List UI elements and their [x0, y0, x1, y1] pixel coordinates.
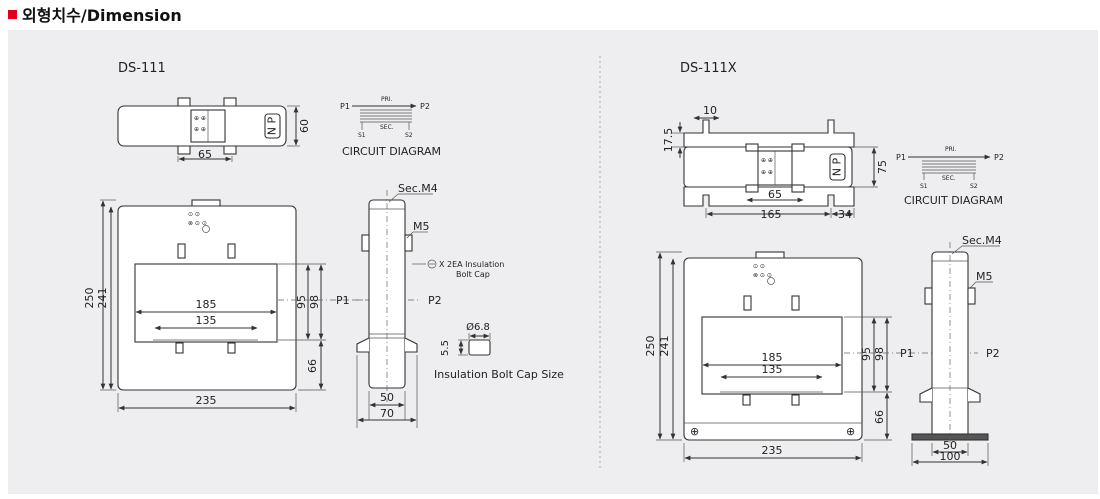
dim-185: 185: [196, 298, 217, 311]
label-m5-x: M5: [976, 270, 993, 283]
dim-241: 241: [96, 288, 109, 309]
svg-text:P2: P2: [420, 102, 430, 111]
label-p2-x: P2: [986, 347, 1000, 360]
dim-65-x: 65: [768, 188, 782, 201]
svg-text:⊗ ⊙ ⊙: ⊗ ⊙ ⊙: [753, 272, 772, 279]
dim-98: 98: [308, 295, 321, 309]
bolt-cap-note-2: Bolt Cap: [456, 270, 490, 279]
cap-height: 5.5: [440, 340, 451, 356]
dim-50: 50: [380, 391, 394, 404]
dim-10: 10: [703, 104, 717, 117]
ds-111x-side-view: Sec.M4 M5 50 100: [911, 234, 1002, 466]
ds-111-top-view: ⊕ ⊕ ⊕ ⊕ N P 65 60: [117, 97, 311, 162]
svg-text:S2: S2: [405, 132, 413, 139]
dim-66: 66: [306, 359, 319, 373]
label-p1-x: P1: [900, 347, 914, 360]
svg-text:S1: S1: [358, 132, 366, 139]
dim-50-x: 50: [943, 439, 957, 452]
nameplate-label: N P: [266, 116, 279, 135]
heading-marker: [8, 9, 17, 19]
bolt-cap-caption: Insulation Bolt Cap Size: [434, 368, 564, 381]
circuit-diagram-caption: CIRCUIT DIAGRAM: [342, 145, 441, 158]
cap-diameter: Ø6.8: [466, 321, 490, 333]
dimension-drawings: DS-111 ⊕ ⊕ ⊕ ⊕ N P 65 60 P1 P2 PRI.: [83, 56, 1004, 470]
dimension-panel: DS-111 ⊕ ⊕ ⊕ ⊕ N P 65 60 P1 P2 PRI.: [8, 30, 1098, 494]
dim-60: 60: [298, 119, 311, 133]
model-label-ds-111x: DS-111X: [680, 61, 737, 76]
dim-135: 135: [196, 314, 217, 327]
ds-111-front-view: ⊙ ⊙ ⊗ ⊙ ⊙ 185 135 250 241 95 98 66: [83, 199, 442, 412]
dim-235-x: 235: [762, 444, 783, 457]
label-sec-m4-x: Sec.M4: [962, 234, 1002, 247]
svg-text:P1: P1: [896, 153, 906, 162]
dim-235: 235: [196, 394, 217, 407]
insulation-bolt-cap: X 2EA Insulation Bolt Cap Ø6.8 5.5 Insul…: [412, 259, 564, 381]
bolt-cap-note-1: X 2EA Insulation: [439, 260, 504, 269]
svg-text:P1: P1: [340, 102, 350, 111]
label-p1: P1: [336, 294, 350, 307]
ds-111x-top-view: 10 ⊕ ⊕ ⊕ ⊕ N P 17.5 75 65 165 34: [662, 104, 889, 221]
svg-text:PRI.: PRI.: [381, 96, 393, 103]
svg-text:S2: S2: [970, 183, 978, 190]
svg-text:⊕ ⊕: ⊕ ⊕: [761, 157, 773, 164]
circuit-diagram-caption-x: CIRCUIT DIAGRAM: [904, 194, 1003, 207]
dim-98-x: 98: [873, 347, 886, 361]
nameplate-label-x: N P: [831, 157, 844, 176]
dim-135-x: 135: [762, 363, 783, 376]
svg-text:SEC.: SEC.: [380, 124, 394, 131]
ds-111x-front-view: ⊙ ⊙ ⊗ ⊙ ⊙ ⊕ ⊕ 185 135 250 241 95 98 66: [644, 251, 1000, 462]
dim-185-x: 185: [762, 351, 783, 364]
dim-75: 75: [876, 160, 889, 174]
dim-65: 65: [198, 148, 212, 161]
svg-text:SEC.: SEC.: [942, 175, 956, 182]
svg-text:⊕ ⊕: ⊕ ⊕: [761, 169, 773, 176]
dim-17-5: 17.5: [662, 128, 675, 153]
label-sec-m4: Sec.M4: [398, 182, 438, 195]
svg-text:⊕: ⊕: [846, 425, 855, 438]
label-m5: M5: [413, 220, 430, 233]
svg-text:⊕: ⊕: [690, 425, 699, 438]
svg-text:⊙ ⊙: ⊙ ⊙: [188, 211, 200, 218]
svg-text:PRI.: PRI.: [945, 146, 957, 153]
dim-95-x: 95: [860, 347, 873, 361]
svg-text:P2: P2: [994, 153, 1004, 162]
dim-165: 165: [761, 208, 782, 221]
ds-111-side-view: Sec.M4 M5 50 70: [356, 182, 438, 428]
dim-70: 70: [380, 407, 394, 420]
dim-95: 95: [295, 295, 308, 309]
heading-title: 외형치수/Dimension: [22, 6, 182, 25]
svg-text:⊕ ⊕: ⊕ ⊕: [194, 115, 206, 122]
section-heading: 외형치수/Dimension: [8, 3, 182, 25]
ds-111x-circuit-diagram: P1 P2 PRI. SEC. S1 S2 CIRCUIT DIAGRAM: [896, 146, 1004, 207]
dim-100: 100: [940, 450, 961, 463]
svg-text:⊕ ⊕: ⊕ ⊕: [194, 126, 206, 133]
dim-250: 250: [83, 288, 96, 309]
label-p2: P2: [428, 294, 442, 307]
dim-250-x: 250: [644, 336, 657, 357]
svg-text:⊗ ⊙ ⊙: ⊗ ⊙ ⊙: [188, 220, 207, 227]
svg-text:⊙ ⊙: ⊙ ⊙: [753, 263, 765, 270]
dim-34: 34: [838, 208, 852, 221]
model-label-ds-111: DS-111: [118, 61, 166, 76]
ds-111-circuit-diagram: P1 P2 PRI. SEC. S1 S2 CIRCUIT DIAGRAM: [340, 96, 441, 158]
dim-66-x: 66: [873, 410, 886, 424]
svg-text:S1: S1: [920, 183, 928, 190]
ds-111-drawing: DS-111 ⊕ ⊕ ⊕ ⊕ N P 65 60 P1 P2 PRI.: [83, 61, 564, 428]
dim-241-x: 241: [658, 336, 671, 357]
ds-111x-drawing: DS-111X 10 ⊕ ⊕ ⊕ ⊕ N P 17.5 75 65: [644, 61, 1004, 466]
